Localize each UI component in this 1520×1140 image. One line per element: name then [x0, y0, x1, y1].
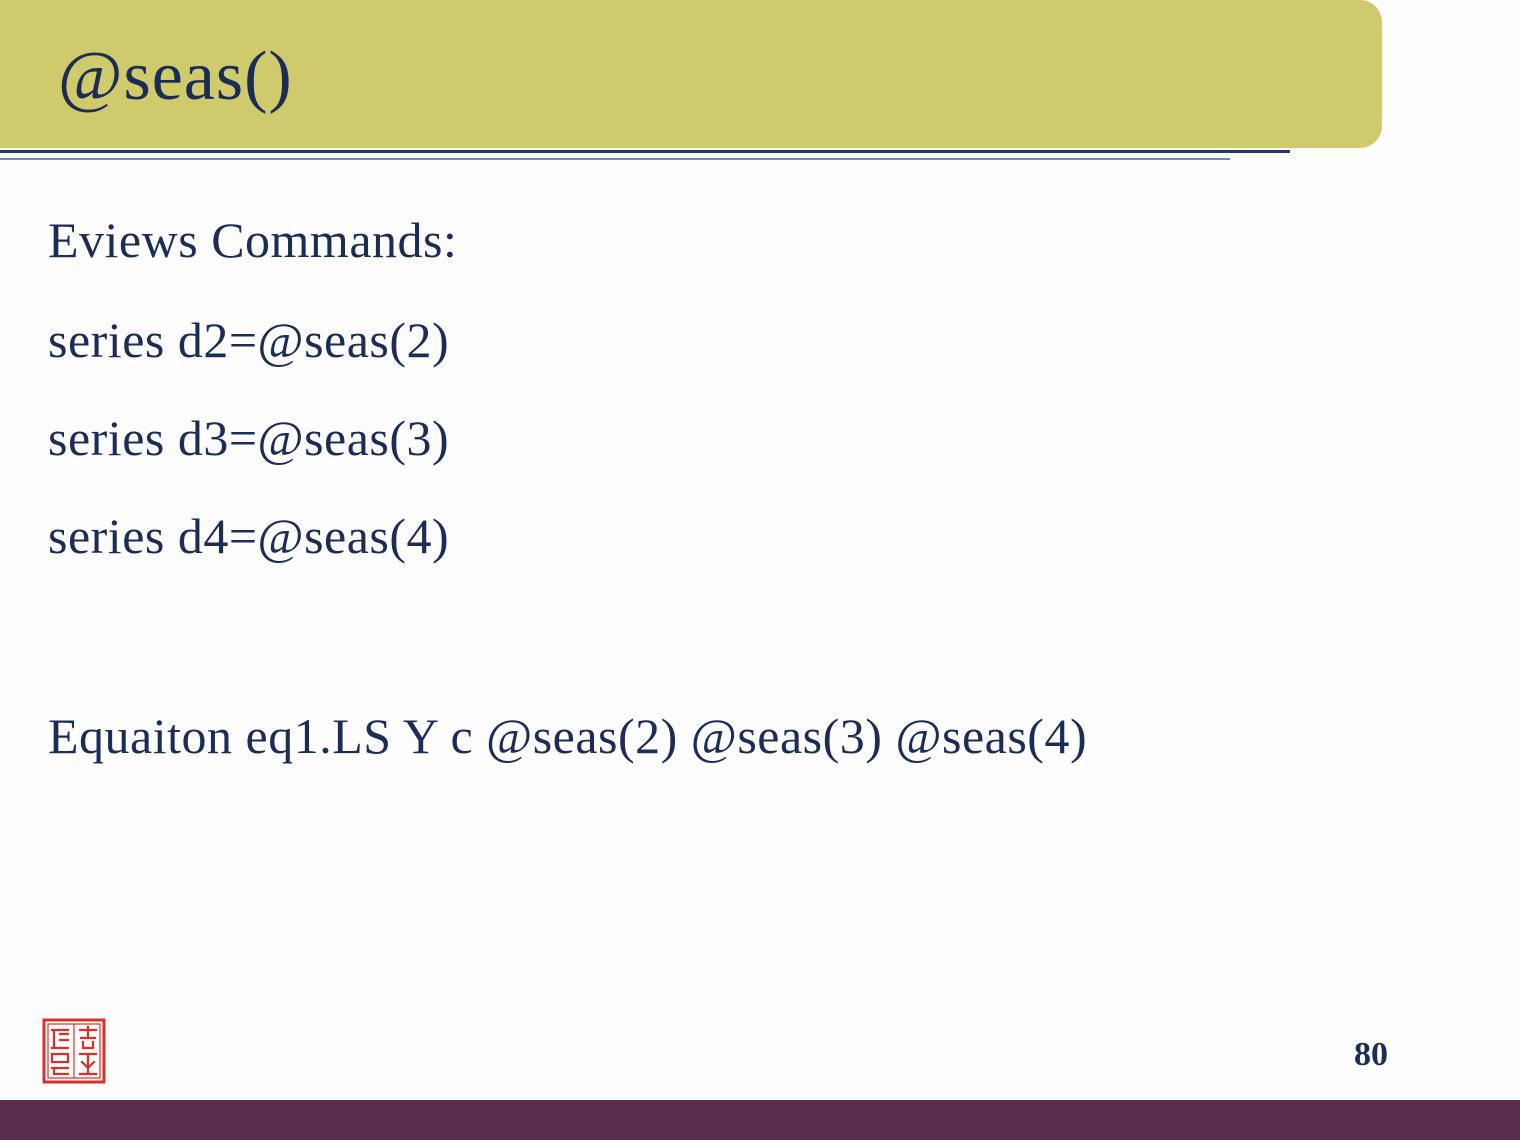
command-line: series d3=@seas(3): [48, 410, 450, 466]
command-line: series d4=@seas(4): [48, 508, 450, 564]
title-bar: @seas(): [0, 0, 1382, 148]
seal-icon: [42, 1018, 106, 1084]
title-underline-light: [0, 158, 1230, 160]
slide-title: @seas(): [58, 38, 293, 115]
page-number: 80: [1354, 1036, 1388, 1073]
command-line: series d2=@seas(2): [48, 312, 450, 368]
title-underline-dark: [0, 150, 1290, 153]
equation-line: Equaiton eq1.LS Y c @seas(2) @seas(3) @s…: [48, 708, 1088, 764]
footer-bar: [0, 1100, 1520, 1140]
body-heading: Eviews Commands:: [48, 212, 458, 268]
